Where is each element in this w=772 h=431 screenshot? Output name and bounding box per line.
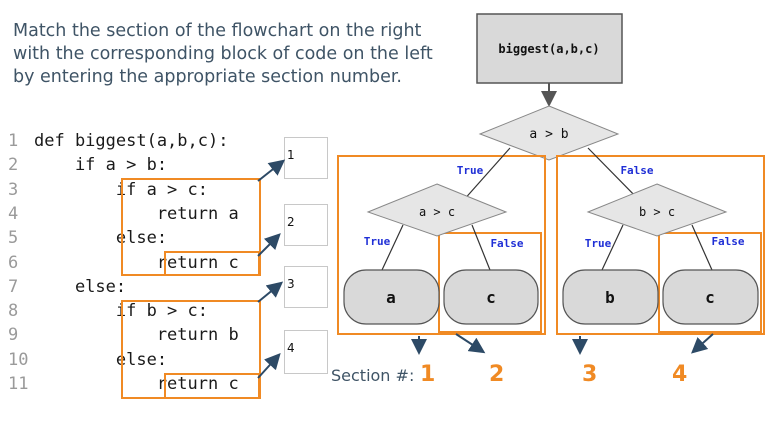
code-line: 10 else: [8,349,167,371]
section-number-2: 2 [489,362,505,387]
code-line: 3 if a > c: [8,179,208,201]
section-number-4: 4 [672,362,688,387]
d3-true-branch [601,224,624,271]
decision-a-gt-b-label: a > b [529,127,568,142]
section-box-2 [438,232,542,333]
code-line: 11 return c [8,373,239,395]
code-line: 6 return c [8,252,239,274]
start-label: biggest(a,b,c) [498,42,599,56]
d3-true-label: True [585,237,612,250]
line-number: 9 [8,325,19,346]
terminal-c-2-label: c [705,288,715,307]
section-arrow-2 [455,333,486,354]
decision-a-gt-b [478,105,620,161]
code-line: 4 return a [8,203,239,225]
code-box-return-c-2 [164,373,260,399]
arrow-to-box-3 [257,281,284,303]
d3-false-label: False [711,235,744,248]
answer-label-1: 1 [287,148,295,162]
terminal-b [562,269,659,325]
terminal-c-1-label: c [486,288,496,307]
section-number-3: 3 [582,362,598,387]
code-text: return c [34,252,239,273]
line-number: 3 [8,179,19,200]
code-text: def biggest(a,b,c): [34,131,229,151]
code-text: else: [34,228,168,249]
section-number-1: 1 [420,362,436,387]
code-line: 5 else: [8,227,167,249]
terminal-c-2 [662,269,759,325]
code-line: 7 else: [8,276,126,298]
answer-label-2: 2 [287,215,295,229]
line-number: 11 [8,374,29,394]
decision-a-gt-c [366,183,508,237]
d1-true-branch [461,147,511,203]
answer-label-4: 4 [287,341,295,355]
d1-false-branch [587,147,642,203]
instruction-line-1: Match the section of the flowchart on th… [13,21,422,41]
d2-false-label: False [490,237,523,250]
code-box-return-c-1 [164,251,260,276]
arrow-to-box-4 [257,353,281,379]
answer-box-3[interactable]: 3 [284,266,328,308]
section-box-4 [658,232,762,333]
line-number: 10 [8,349,29,370]
start-box [476,13,623,84]
answer-label-3: 3 [287,277,295,291]
line-number: 8 [8,301,19,322]
arrow-to-box-2 [257,233,281,257]
section-label: Section #: [331,366,415,385]
instruction-line-3: by entering the appropriate section numb… [13,67,402,87]
d2-false-branch [471,224,491,271]
line-number: 1 [8,131,19,151]
decision-a-gt-c-label: a > c [419,205,455,219]
arrow-to-box-1 [257,159,286,182]
terminal-b-label: b [605,288,615,307]
line-number: 6 [8,252,19,273]
code-line: 2 if a > b: [8,154,167,176]
line-number: 4 [8,203,19,224]
code-text: else: [34,349,168,370]
answer-box-4[interactable]: 4 [284,330,328,374]
d2-true-label: True [364,235,391,248]
line-number: 5 [8,228,19,249]
terminal-a [343,269,440,325]
code-block: 1 def biggest(a,b,c): 2 if a > b: 3 if a > … [8,130,278,400]
code-text: if a > b: [34,155,168,176]
code-text: return a [34,203,239,224]
d1-true-label: True [457,164,484,177]
section-arrow-4 [691,333,714,354]
code-text: return b [34,325,239,346]
code-line: 9 return b [8,324,239,346]
section-box-3 [556,155,765,335]
d2-true-branch [381,224,404,271]
code-line: 8 if b > c: [8,300,208,322]
decision-b-gt-c-label: b > c [639,205,675,219]
d1-false-label: False [620,164,653,177]
code-text: else: [34,276,127,297]
instructions: Match the section of the flowchart on th… [13,20,433,89]
terminal-a-label: a [386,288,396,307]
code-text: if b > c: [34,301,208,322]
section-box-1 [337,155,546,335]
instruction-line-2: with the corresponding block of code on … [13,44,433,64]
decision-b-gt-c [586,183,728,237]
line-number: 7 [8,276,19,297]
d3-false-branch [691,224,713,271]
answer-box-1[interactable]: 1 [284,137,328,179]
line-number: 2 [8,155,19,176]
terminal-c-1 [443,269,539,325]
code-line: 1 def biggest(a,b,c): [8,130,228,152]
code-text: return c [34,374,239,394]
answer-box-2[interactable]: 2 [284,204,328,246]
code-text: if a > c: [34,179,208,200]
